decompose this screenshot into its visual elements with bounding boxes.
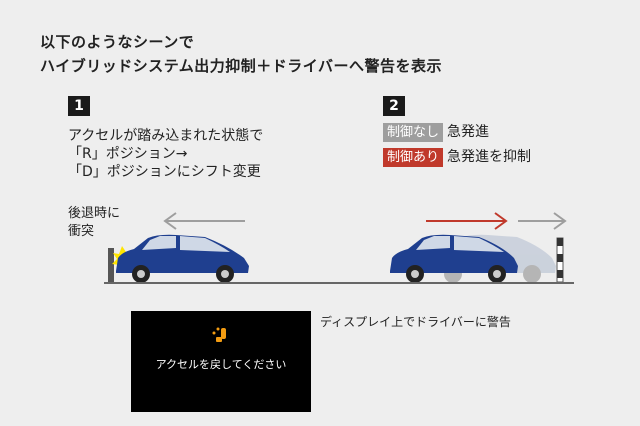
step-1-line: 「D」ポジションにシフト変更 <box>68 164 261 180</box>
display-message: アクセルを戻してください <box>155 358 287 371</box>
step-1-line: アクセルが踏み込まれた状態で <box>68 128 264 144</box>
car-left-icon <box>116 234 249 283</box>
page-title: 以下のようなシーンで ハイブリッドシステム出力抑制＋ドライバーへ警告を表示 <box>40 30 442 78</box>
step-1-number: 1 <box>68 96 90 116</box>
dashboard-display: アクセルを戻してください <box>131 311 311 412</box>
title-line-2: ハイブリッドシステム出力抑制＋ドライバーへ警告を表示 <box>40 57 442 75</box>
crash-label-line: 後退時に <box>68 206 121 221</box>
with-control-text: 急発進を抑制 <box>447 149 532 165</box>
pedal-warning-icon <box>212 327 226 342</box>
striped-post <box>556 237 564 283</box>
step-2-number: 2 <box>383 96 405 116</box>
car-right-icon <box>390 234 518 283</box>
display-caption: ディスプレイ上でドライバーに警告 <box>320 315 511 329</box>
crash-label: 後退時に 衝突 <box>68 205 120 241</box>
wall-post <box>108 248 114 282</box>
crash-label-line: 衝突 <box>68 224 95 239</box>
no-control-text: 急発進 <box>447 124 490 140</box>
forward-arrow-red-icon <box>426 212 508 230</box>
reverse-arrow-icon <box>163 212 245 230</box>
step-1-line: 「R」ポジション→ <box>68 146 188 162</box>
ground-line <box>104 282 574 284</box>
with-control-badge: 制御あり <box>383 148 444 167</box>
title-line-1: 以下のようなシーンで <box>40 33 195 51</box>
step-2-row-with-control: 制御あり急発進を抑制 <box>383 148 531 167</box>
forward-arrow-gray-icon <box>518 212 567 230</box>
step-2-row-no-control: 制御なし急発進 <box>383 123 489 142</box>
step-1-description: アクセルが踏み込まれた状態で 「R」ポジション→ 「D」ポジションにシフト変更 <box>68 127 263 181</box>
no-control-badge: 制御なし <box>383 123 444 142</box>
